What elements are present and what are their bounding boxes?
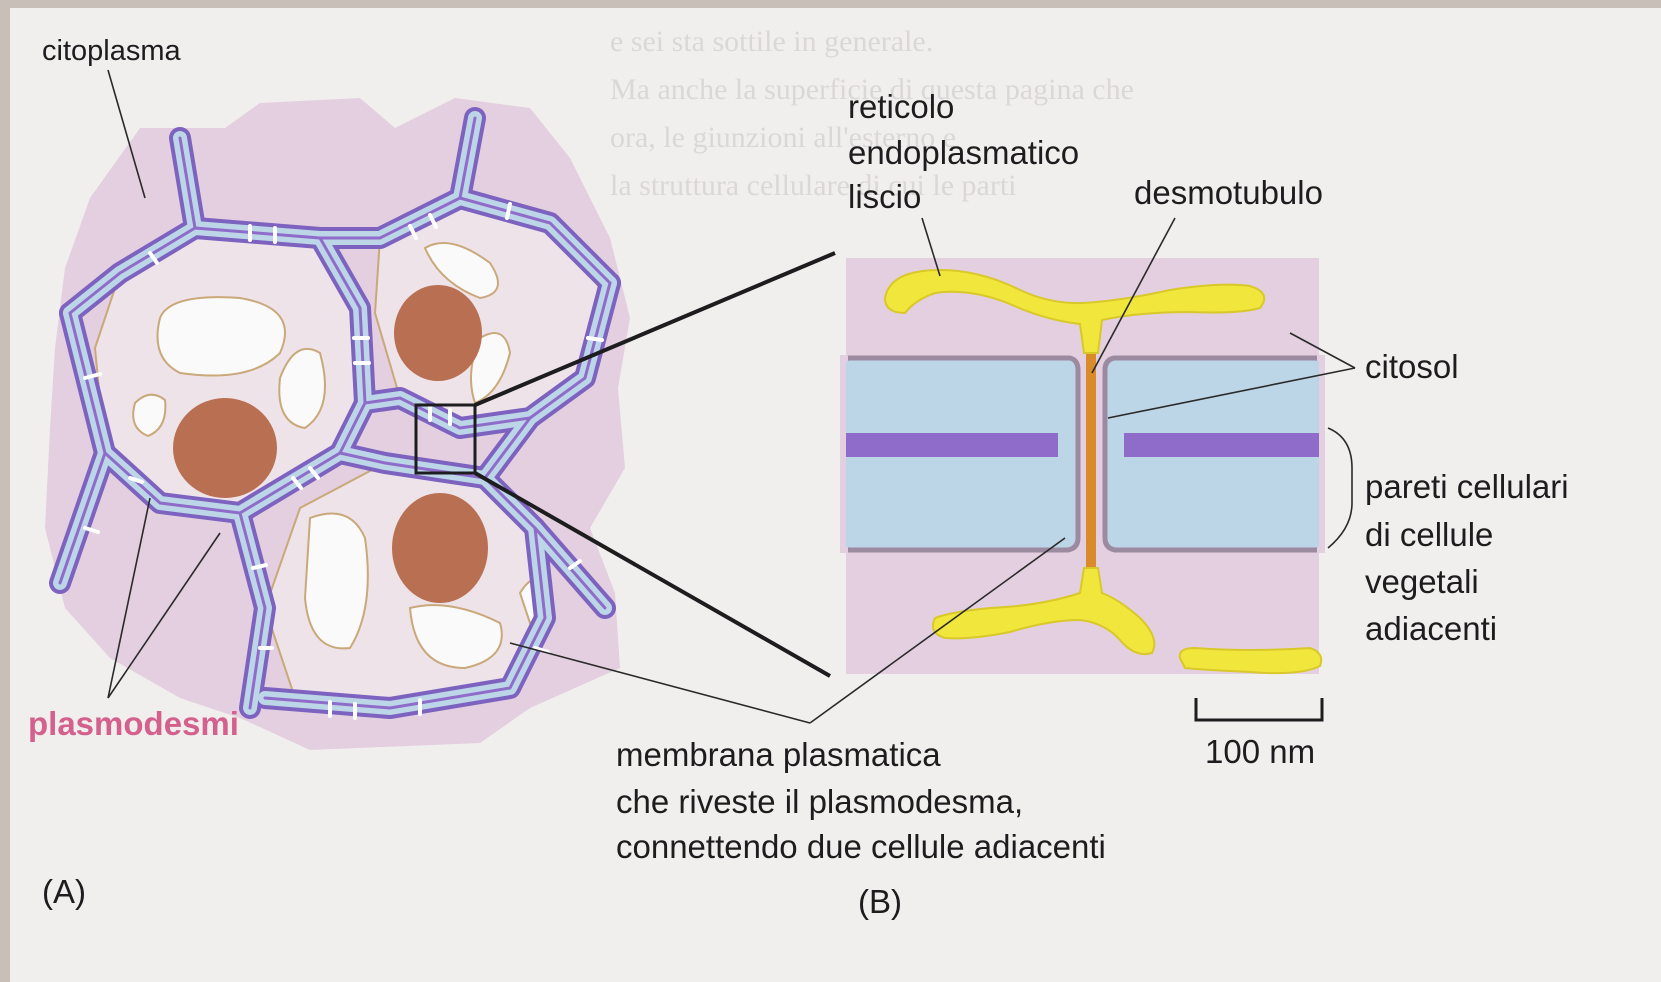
label-membrana-2: che riveste il plasmodesma, [616,783,1023,820]
label-membrana-1: membrana plasmatica [616,736,941,773]
label-pareti-3: vegetali [1365,563,1479,600]
label-citosol: citosol [1365,348,1459,385]
label-desmotubulo: desmotubulo [1134,174,1323,211]
label-reticolo-3: liscio [848,178,921,215]
nucleus [392,493,488,603]
label-membrana-3: connettendo due cellule adiacenti [616,828,1106,865]
label-reticolo-1: reticolo [848,88,954,125]
scale-bar [1196,698,1322,720]
desmotubule [1086,348,1096,578]
vacuole [158,297,286,375]
middle-lamella-right [1124,433,1319,457]
label-panel-a: (A) [42,873,86,910]
label-pareti-1: pareti cellulari [1365,468,1569,505]
smooth-er-bottom-right [1180,648,1321,673]
panel-a-tissue [45,70,835,750]
label-pareti-4: adiacenti [1365,610,1497,647]
label-plasmodesmi: plasmodesmi [28,705,239,742]
label-reticolo-2: endoplasmatico [848,134,1079,171]
nucleus [173,398,277,498]
figure-page: e sei sta sottile in generale.Ma anche l… [10,8,1661,982]
middle-lamella-left [846,433,1058,457]
plasmodesmata-figure: citoplasma plasmodesmi (A) (B) reticolo … [10,8,1661,982]
panel-b-plasmodesma [810,218,1355,723]
label-scale: 100 nm [1205,733,1315,770]
leader-pareti [1328,428,1352,548]
label-citoplasma: citoplasma [42,35,181,67]
label-panel-b: (B) [858,883,902,920]
label-pareti-2: di cellule [1365,516,1493,553]
nucleus [394,285,482,381]
vacuole [305,514,368,649]
